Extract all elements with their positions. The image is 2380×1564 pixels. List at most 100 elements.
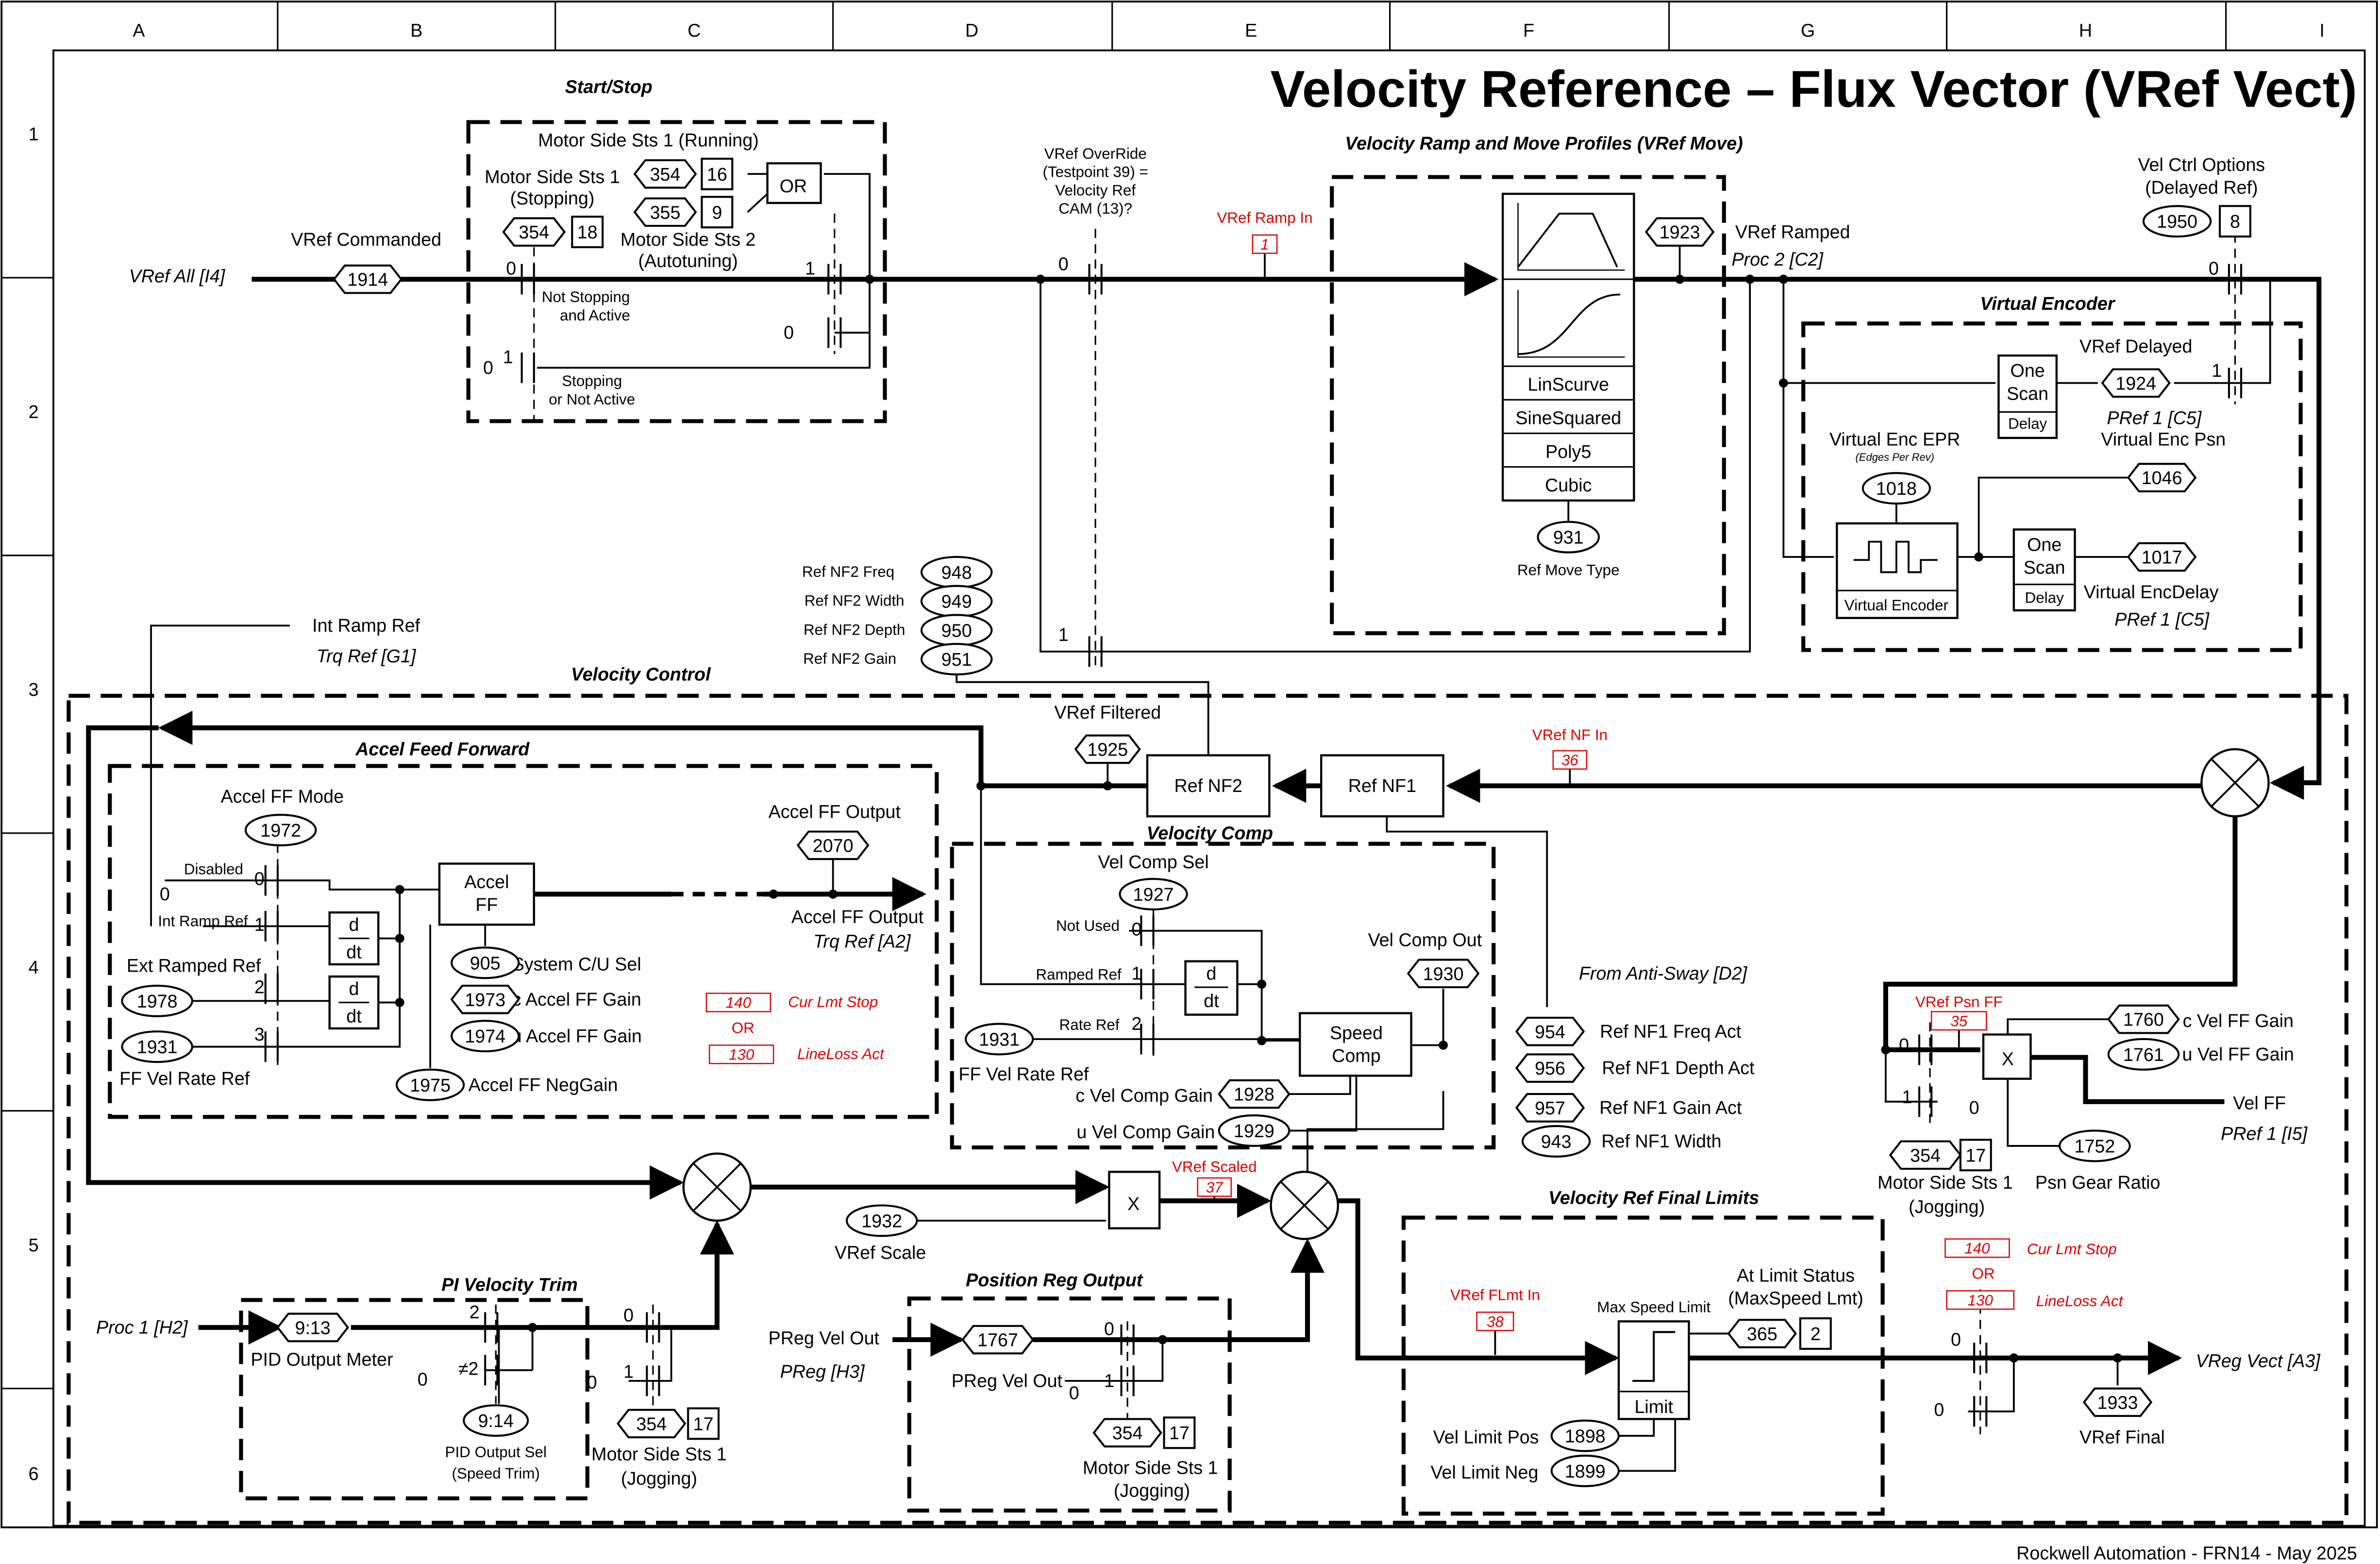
grid-row-label: 2 bbox=[29, 402, 39, 422]
parameter-hex-p1925 bbox=[1074, 734, 1141, 764]
parameter-value-r36: 36 bbox=[1561, 752, 1578, 769]
testpoint-label-vref-ramp-in: VRef Ramp In bbox=[1217, 209, 1312, 226]
label-final-limits: Velocity Ref Final Limits bbox=[1548, 1187, 1759, 1208]
junction-dot bbox=[1974, 552, 1983, 562]
junction-dot bbox=[865, 274, 874, 284]
label-speed-trim: (Speed Trim) bbox=[452, 1465, 540, 1482]
parameter-value-p1973: 1973 bbox=[465, 990, 505, 1010]
label-nf1-depth-act: Ref NF1 Depth Act bbox=[1602, 1058, 1755, 1078]
parameter-value-p951: 951 bbox=[941, 649, 972, 670]
junction-dot bbox=[976, 781, 986, 790]
label: Delay bbox=[2025, 589, 2064, 606]
label: Comp bbox=[1332, 1045, 1381, 1066]
parameter-value-p354a: 354 bbox=[650, 164, 681, 185]
label: Scan bbox=[2007, 383, 2048, 404]
wire bbox=[1978, 476, 2129, 557]
label-vel-control: Velocity Control bbox=[571, 664, 711, 685]
switch-position-number: 0 bbox=[1969, 1097, 1979, 1118]
axes-icon bbox=[1517, 202, 1625, 271]
parameter-hex-p1914 bbox=[333, 264, 403, 294]
junction-dot bbox=[1158, 1335, 1167, 1345]
label-nf1-width: Ref NF1 Width bbox=[1601, 1131, 1721, 1151]
parameter-value-p354c: 354 bbox=[1910, 1145, 1941, 1165]
summing-cross bbox=[692, 1162, 741, 1211]
label-override1: VRef OverRide bbox=[1044, 145, 1147, 162]
parameter-value-r130b: 130 bbox=[1968, 1292, 1994, 1309]
grid-column-label: H bbox=[2079, 20, 2092, 40]
profile-option-linscurve: LinScurve bbox=[1527, 374, 1609, 394]
parameter-hex-p913 bbox=[276, 1312, 350, 1343]
parameter-value-p1760: 1760 bbox=[2123, 1009, 2164, 1030]
label-pref1-c5b: PRef 1 [C5] bbox=[2114, 609, 2210, 629]
label-vel-limit-neg: Vel Limit Neg bbox=[1430, 1462, 1538, 1482]
switch-position-number: 2 bbox=[254, 977, 265, 997]
velocity-control-box bbox=[67, 693, 2348, 1525]
parameter-value-p1950: 1950 bbox=[2157, 211, 2197, 232]
junction-dot bbox=[1036, 274, 1045, 284]
label-nf2-gain: Ref NF2 Gain bbox=[803, 650, 896, 667]
label-mss1-stop: Motor Side Sts 1 bbox=[485, 167, 620, 187]
parameter-value-p354e: 354 bbox=[1112, 1423, 1143, 1443]
grid-column-label: G bbox=[1801, 20, 1815, 40]
testpoint-box-r130a bbox=[708, 1044, 774, 1064]
grid-row-label: 1 bbox=[29, 124, 39, 144]
wire bbox=[628, 1326, 672, 1382]
bit-box-p17c bbox=[1163, 1416, 1196, 1449]
label-trq-ref-g1: Trq Ref [G1] bbox=[317, 646, 417, 666]
label: d bbox=[349, 978, 359, 999]
parameter-hex-p354d bbox=[617, 1409, 687, 1439]
parameter-value-p957: 957 bbox=[1535, 1098, 1565, 1118]
testpoint-box-r37 bbox=[1197, 1177, 1232, 1197]
switch-position-number: 0 bbox=[1069, 1383, 1079, 1403]
summing-cross bbox=[2211, 758, 2260, 807]
label-jogging-a: (Jogging) bbox=[1909, 1196, 1985, 1217]
label-mss1-jog-c: Motor Side Sts 1 bbox=[1083, 1458, 1218, 1478]
label-override4: CAM (13)? bbox=[1058, 200, 1132, 217]
wire bbox=[1039, 279, 1751, 653]
label-velctrl1: Vel Ctrl Options bbox=[2138, 154, 2265, 175]
label-vel-comp-out: Vel Comp Out bbox=[1368, 929, 1482, 950]
label-c-accel-ff-gain: c Accel FF Gain bbox=[512, 989, 641, 1009]
junction-dot bbox=[1439, 1041, 1448, 1050]
parameter-hex-p1924 bbox=[2101, 368, 2171, 398]
label-proc1-h2: Proc 1 [H2] bbox=[96, 1317, 188, 1337]
pi-trim-path bbox=[351, 1220, 735, 1330]
parameter-hex-p1760 bbox=[2107, 1004, 2180, 1034]
grid-row-label: 5 bbox=[29, 1235, 39, 1255]
label-override2: (Testpoint 39) = bbox=[1043, 164, 1148, 181]
label-not-stopping: Not Stopping bbox=[542, 288, 630, 305]
label-pos-reg-out: Position Reg Output bbox=[966, 1270, 1143, 1290]
label-preg-h3: PReg [H3] bbox=[780, 1362, 865, 1382]
wire bbox=[150, 624, 290, 926]
wire bbox=[537, 173, 871, 369]
parameter-value-p354d: 354 bbox=[636, 1413, 667, 1434]
switch-position-number: 1 bbox=[1058, 624, 1069, 645]
parameter-value-p1899: 1899 bbox=[1565, 1461, 1606, 1481]
multiplier-block bbox=[1982, 1033, 2032, 1080]
parameter-hex-p1928 bbox=[1218, 1079, 1291, 1109]
label: dt bbox=[1204, 991, 1219, 1011]
label-vel-comp-sel: Vel Comp Sel bbox=[1098, 852, 1208, 872]
junction-dot bbox=[1675, 274, 1685, 284]
parameter-value-r38: 38 bbox=[1487, 1313, 1504, 1330]
label: d bbox=[1207, 963, 1217, 983]
label-sys-cu-sel: System C/U Sel bbox=[512, 954, 641, 975]
axes-icon bbox=[1517, 290, 1625, 358]
parameter-hex-p1973 bbox=[450, 984, 520, 1014]
parameter-hex-p1017 bbox=[2127, 542, 2197, 572]
parameter-value-p1924: 1924 bbox=[2115, 373, 2156, 393]
testpoint-label-cur-lmt-stop-b: Cur Lmt Stop bbox=[2027, 1241, 2117, 1258]
label-psn-gear-ratio: Psn Gear Ratio bbox=[2035, 1172, 2161, 1193]
bit-box-p2 bbox=[1799, 1317, 1832, 1350]
label-vel-limit-pos: Vel Limit Pos bbox=[1433, 1427, 1539, 1447]
testpoint-label-vref-nf-in: VRef NF In bbox=[1532, 726, 1608, 743]
parameter-value-p913: 9:13 bbox=[295, 1317, 330, 1338]
testpoint-label-or-b: OR bbox=[1972, 1265, 1995, 1282]
parameter-value-p1930: 1930 bbox=[1423, 963, 1464, 984]
start-stop-box bbox=[466, 120, 887, 423]
parameter-value-p1975: 1975 bbox=[410, 1075, 451, 1095]
parameter-value-p1933: 1933 bbox=[2097, 1392, 2138, 1413]
wire bbox=[1615, 1419, 1676, 1472]
parameter-hex-p957 bbox=[1515, 1093, 1585, 1123]
label-velctrl2: (Delayed Ref) bbox=[2145, 177, 2258, 198]
